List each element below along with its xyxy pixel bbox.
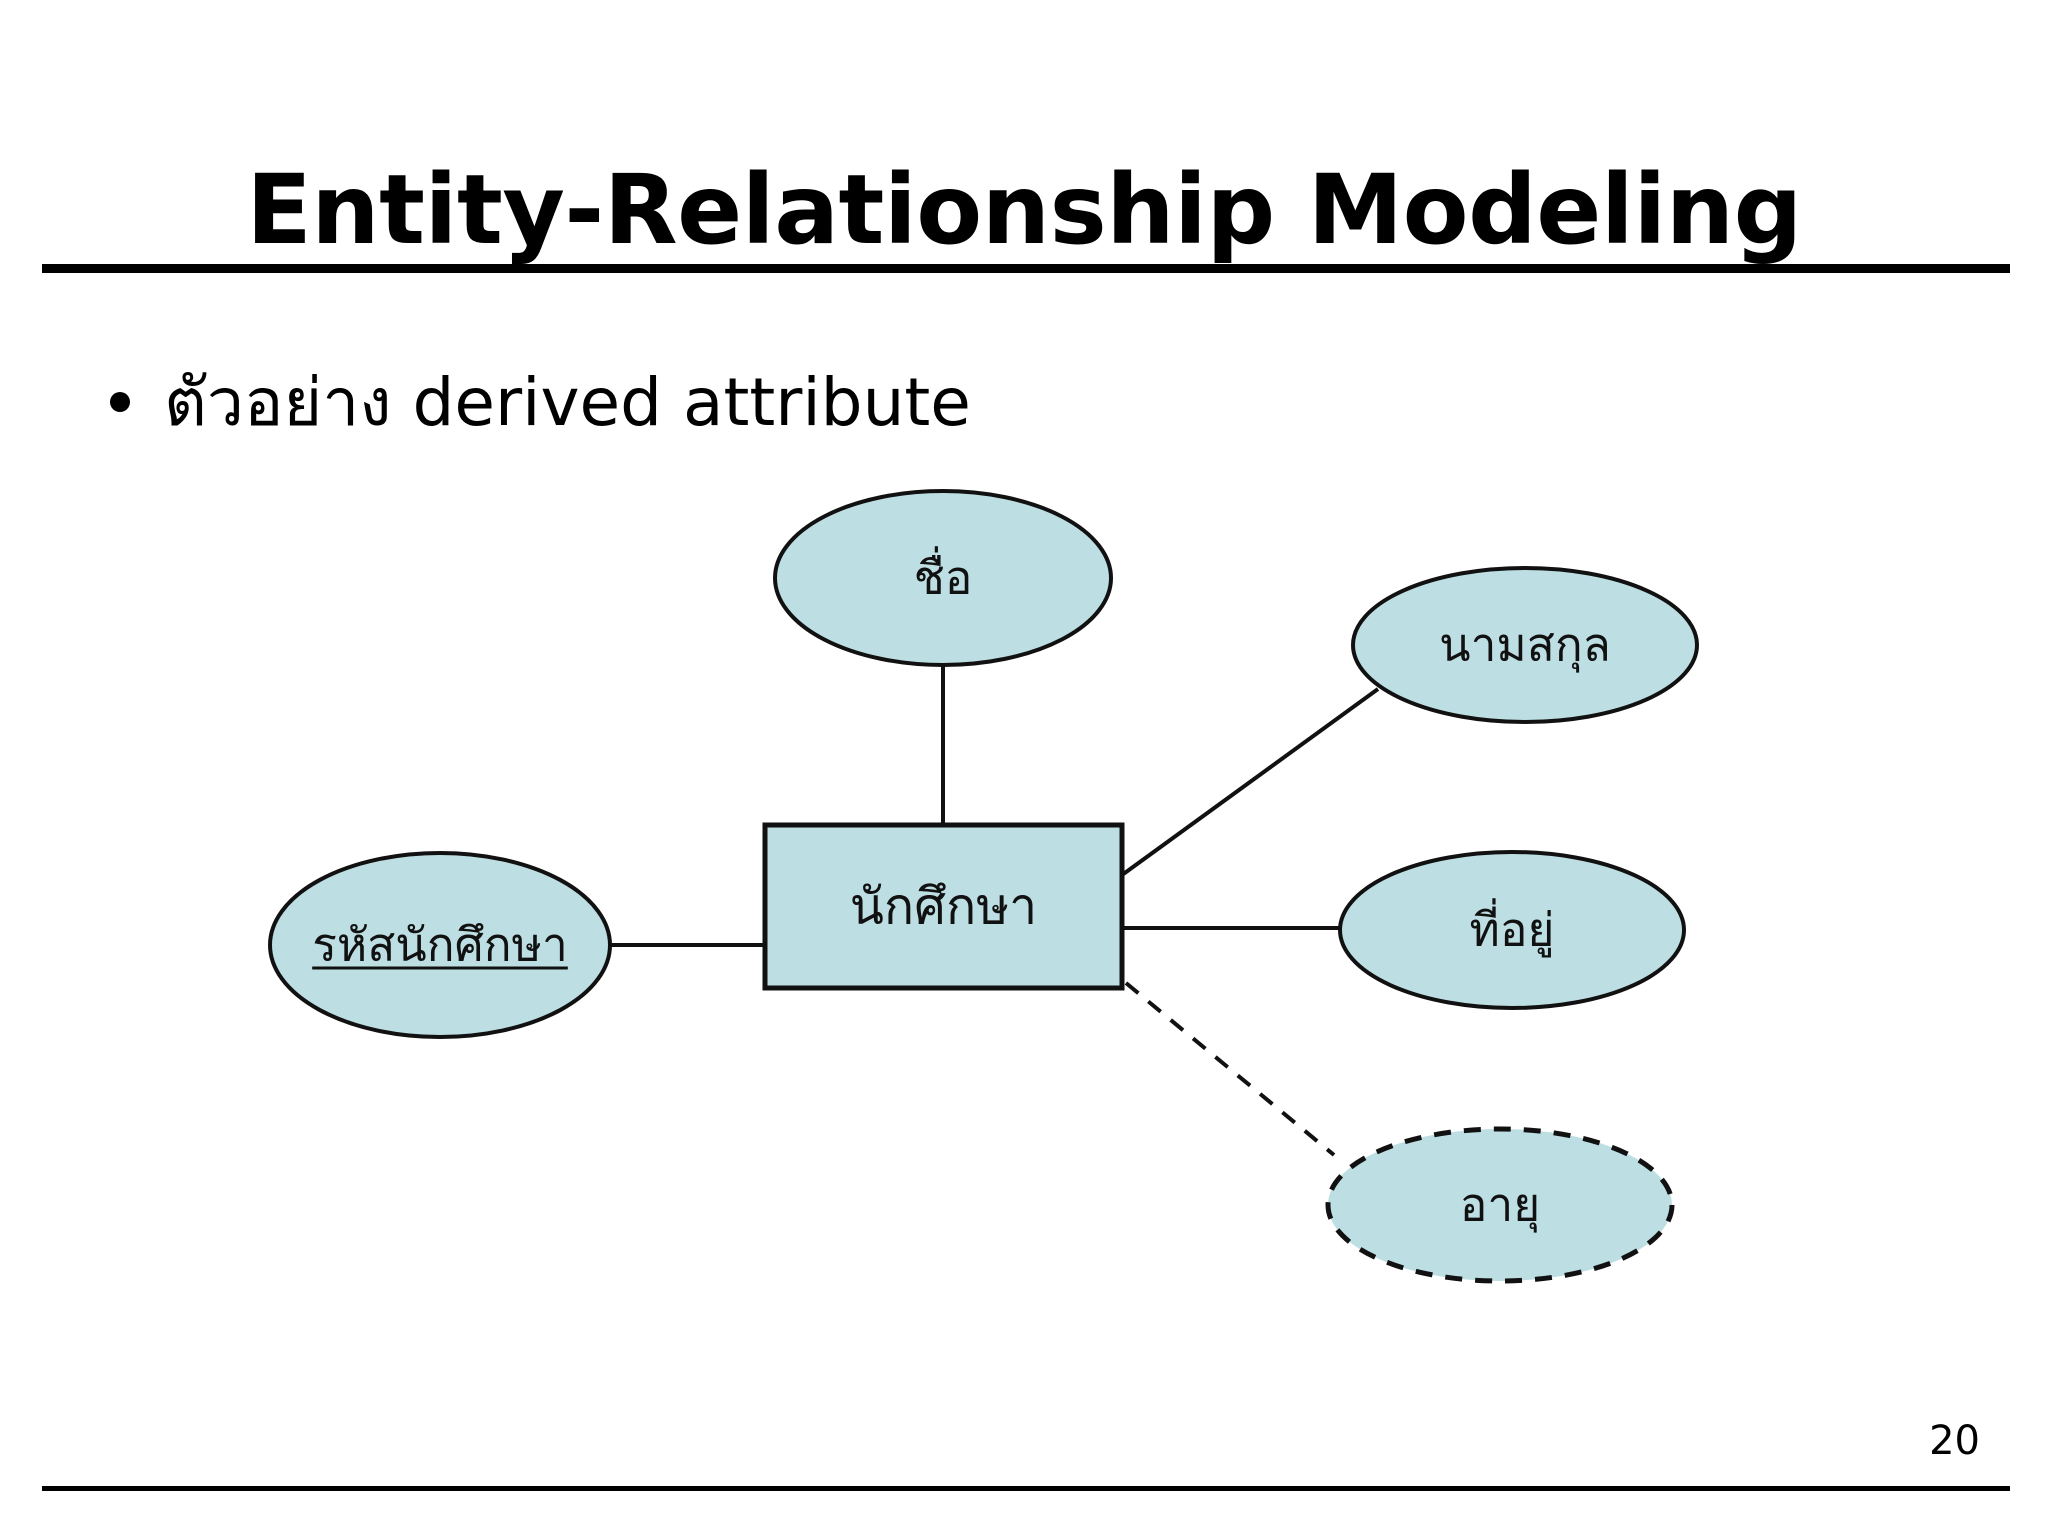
diagram-shapes: [268, 489, 1699, 1284]
attribute-ellipse-student-id[interactable]: [268, 851, 612, 1039]
attribute-ellipse-surname[interactable]: [1351, 566, 1699, 724]
attribute-ellipse-address[interactable]: [1338, 850, 1686, 1010]
connector-entity-to-age: [1124, 981, 1336, 1157]
attribute-ellipse-name[interactable]: [773, 489, 1113, 667]
connector-lines: [609, 664, 1380, 1157]
footer-divider: [42, 1486, 2010, 1491]
connector-entity-to-surname: [1120, 687, 1380, 877]
bullet-item-label: ตัวอย่าง derived attribute: [164, 364, 971, 441]
page-number: 20: [1929, 1418, 1980, 1464]
title-divider: [42, 264, 2010, 273]
bullet-point-icon: [110, 392, 130, 412]
page-title: Entity-Relationship Modeling: [246, 154, 1802, 267]
bullet-list-item: ตัวอย่าง derived attribute: [110, 365, 971, 441]
entity-box-student[interactable]: [762, 822, 1125, 991]
attribute-ellipse-age[interactable]: [1325, 1126, 1675, 1284]
